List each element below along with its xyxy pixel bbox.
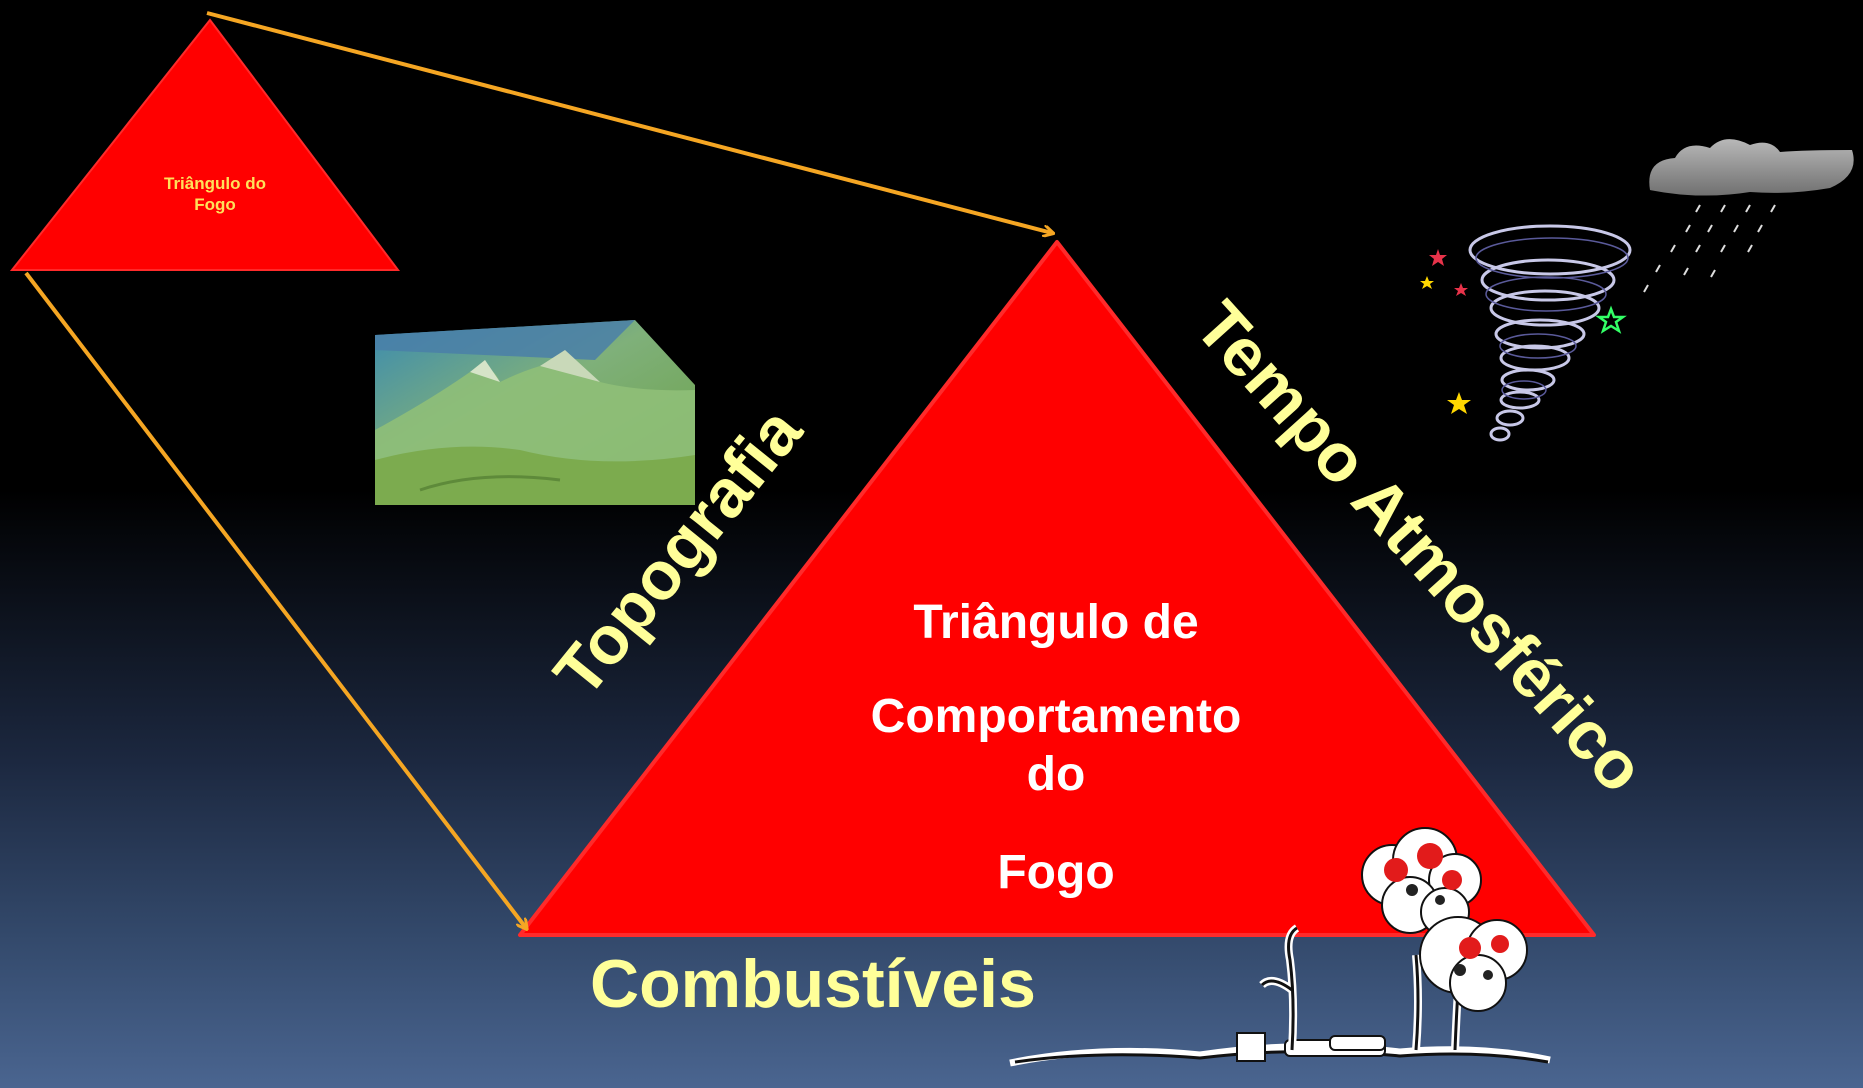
star-icon [1420,276,1434,289]
tornado-cloud-icon [1420,139,1854,442]
arrow-left [24,271,526,928]
side-label-combustiveis: Combustíveis [590,946,1036,1022]
big-fire-behavior-triangle [518,240,1596,937]
small-fire-triangle [9,18,401,271]
big-triangle-line-4: Fogo [997,846,1115,899]
big-triangle-line-1: Triângulo de [913,596,1199,649]
big-triangle-line-2: Comportamento [870,690,1242,743]
small-triangle-line-1: Triângulo do [164,174,266,193]
star-icon [1454,283,1468,296]
terrain-3d-image [375,320,695,505]
vegetation-fuels-drawing [1009,827,1551,1067]
big-triangle-title: Triângulo de Comportamento do Fogo [756,595,1356,900]
small-triangle-line-2: Fogo [194,195,236,214]
star-icon [1447,392,1471,414]
star-icon [1429,249,1447,266]
big-triangle-line-3: do [1026,748,1086,801]
arrow-top [206,11,1052,233]
star-icon [1595,305,1627,334]
small-triangle-title: Triângulo do Fogo [95,173,335,215]
